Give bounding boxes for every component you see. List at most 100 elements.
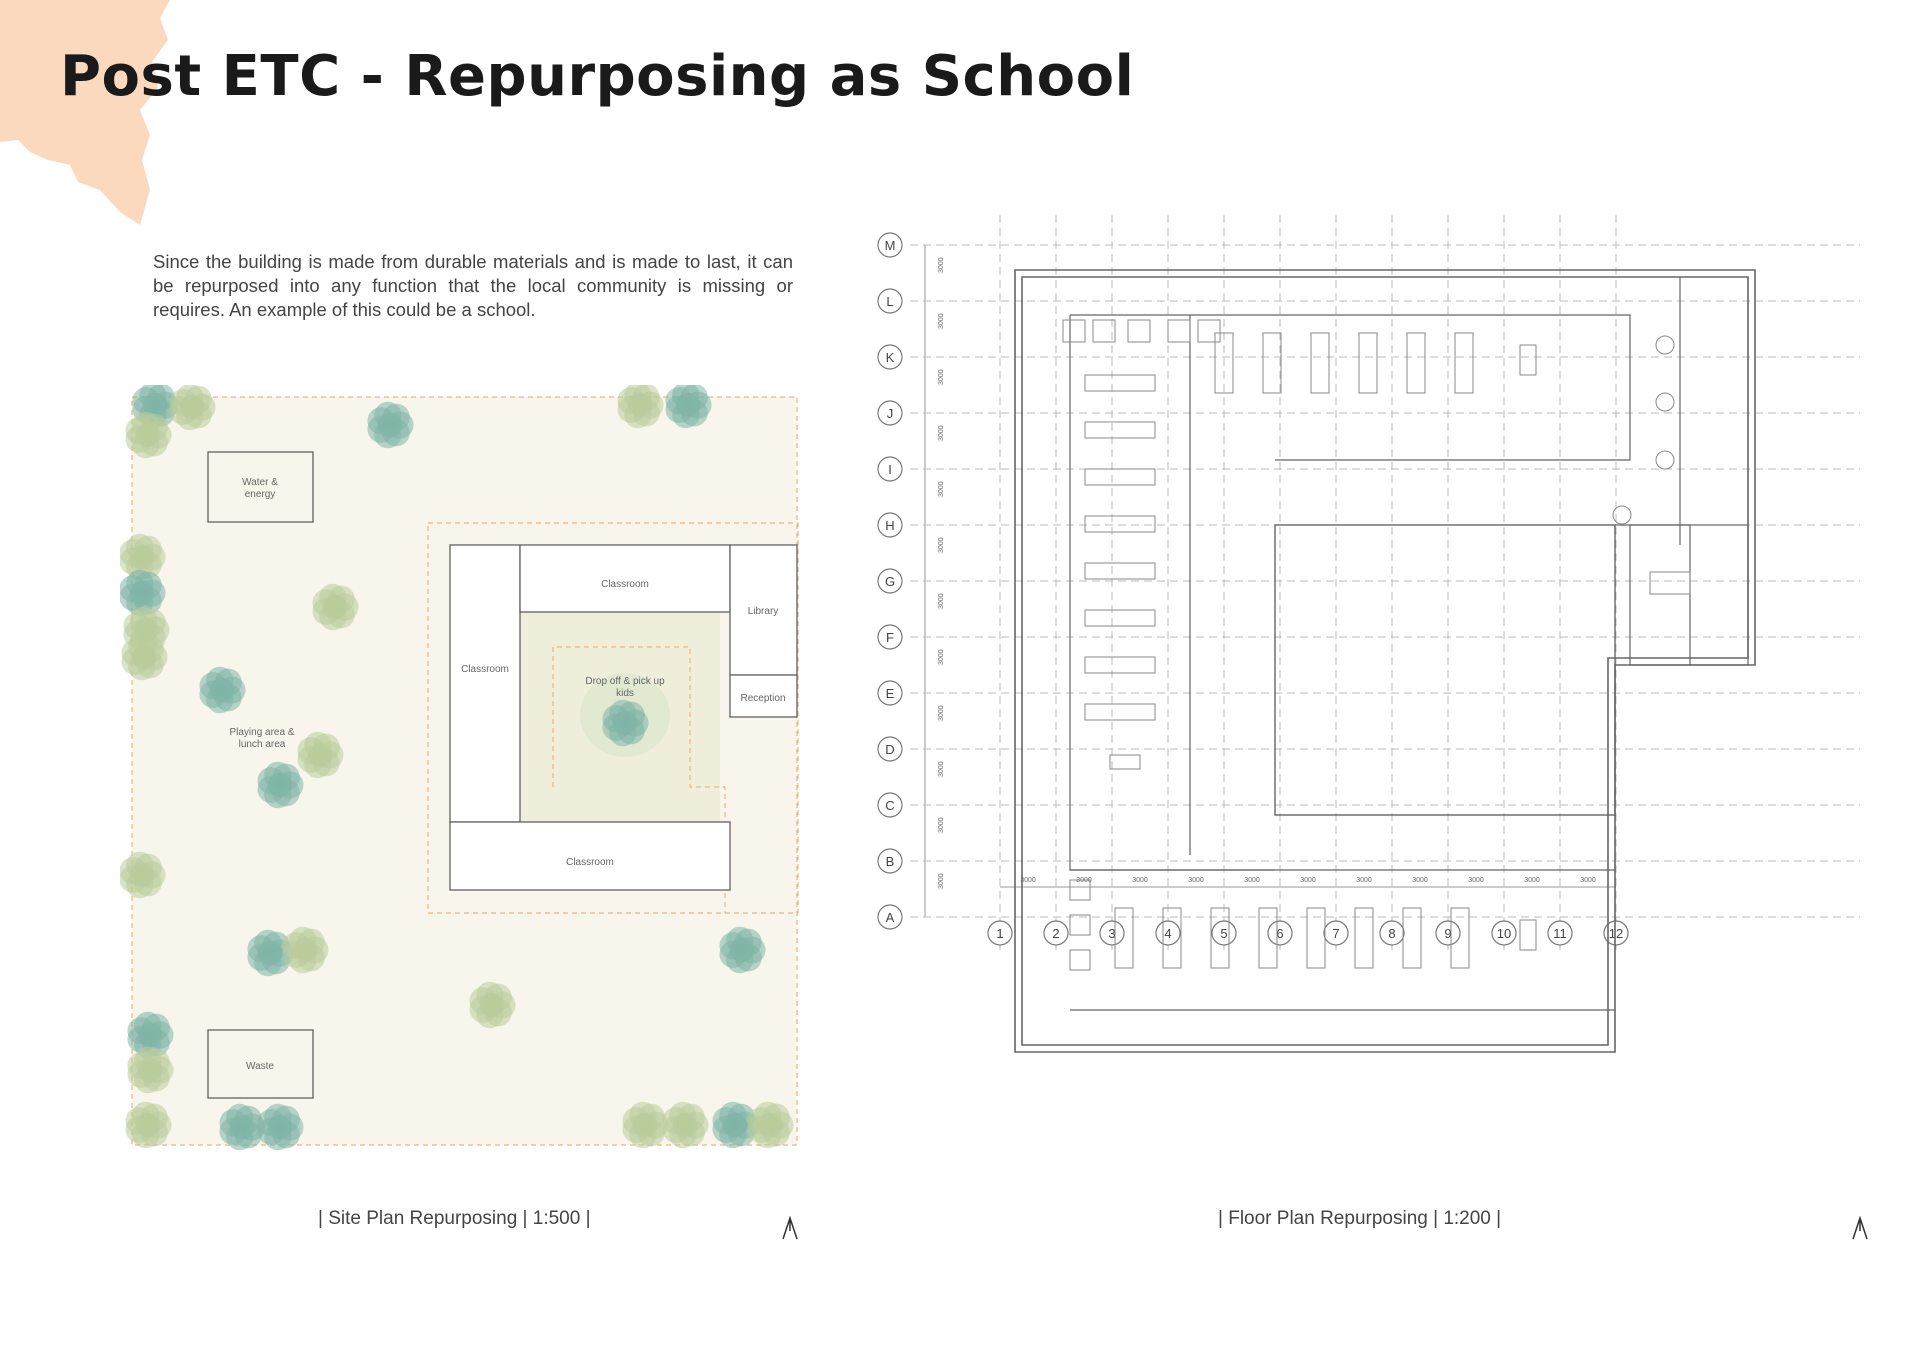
tree-icon: [282, 926, 329, 974]
dimension-label: 3000: [938, 313, 945, 329]
tree-icon: [169, 385, 216, 431]
grid-col-marker: [1099, 920, 1125, 946]
right-wing-divider: [1615, 277, 1691, 665]
dimension-label: 3000: [938, 873, 945, 889]
building-classroom-left: [449, 544, 521, 823]
building-reception: [729, 674, 798, 718]
dimension-label: 3000: [938, 537, 945, 553]
grid-col-label: 11: [1553, 926, 1567, 941]
grid-row-marker: [877, 456, 903, 482]
grid-row-label: J: [887, 406, 894, 421]
grid-col-marker: [1491, 920, 1517, 946]
tree-icon: [125, 411, 172, 459]
label-classroom-top: Classroom: [601, 579, 649, 590]
tree-icon: [125, 1101, 172, 1149]
grid-row-marker: [877, 736, 903, 762]
dimension-label: 3000: [1132, 877, 1148, 884]
grid-col-marker: [1211, 920, 1237, 946]
dimension-label: 3000: [938, 761, 945, 777]
floor-plan: M3000L3000K3000J3000I3000H3000G3000F3000…: [877, 215, 1860, 1053]
tree-icon: [469, 981, 516, 1029]
tree-icon: [665, 385, 712, 429]
dimension-label: 3000: [1524, 877, 1540, 884]
tree-icon: [127, 1011, 174, 1059]
grid-row-marker: [877, 792, 903, 818]
inner-wall: [1021, 276, 1749, 1046]
grid-row-label: E: [886, 686, 895, 701]
label-classroom-left: Classroom: [461, 664, 509, 675]
label-library: Library: [748, 606, 779, 617]
grid-row-label: F: [886, 630, 894, 645]
grid-row-label: H: [885, 518, 894, 533]
dimension-label: 3000: [938, 481, 945, 497]
tree-icon: [297, 731, 344, 779]
building-library: [729, 544, 798, 676]
dimension-label: 3000: [938, 593, 945, 609]
grid-row-marker: [877, 512, 903, 538]
site-plan-caption: | Site Plan Repurposing | 1:500 |: [318, 1208, 591, 1229]
building-classroom-bottom: [449, 821, 731, 891]
dimension-label: 3000: [1468, 877, 1484, 884]
grid-col-label: 8: [1388, 926, 1395, 941]
grid-row-marker: [877, 680, 903, 706]
tree-icon: [121, 633, 168, 681]
tree-icon: [622, 1101, 669, 1149]
grid-row-label: K: [886, 350, 895, 365]
dimension-label: 3000: [1188, 877, 1204, 884]
building-water: [207, 451, 314, 523]
grid-col-label: 9: [1444, 926, 1451, 941]
tree-icon: [199, 666, 246, 714]
label-reception: Reception: [740, 693, 785, 704]
grid-row-marker: [877, 904, 903, 930]
grid-col-label: 7: [1332, 926, 1339, 941]
tree-icon: [120, 569, 166, 617]
dimension-label: 3000: [1020, 877, 1036, 884]
grid-col-label: 2: [1052, 926, 1059, 941]
dropoff-path: [552, 646, 726, 913]
tree-icon: [257, 1103, 304, 1151]
tree-icon: [662, 1101, 709, 1149]
dimension-label: 3000: [938, 425, 945, 441]
reception-room: [1629, 524, 1749, 666]
grid-col-marker: [1435, 920, 1461, 946]
dimension-label: 3000: [938, 369, 945, 385]
label-waste: Waste: [246, 1061, 274, 1072]
dimension-label: 3000: [1244, 877, 1260, 884]
grid-row-label: D: [885, 742, 894, 757]
dimension-label: 3000: [1300, 877, 1316, 884]
north-arrow-icon: [1850, 1215, 1870, 1247]
grid-col-label: 4: [1164, 926, 1171, 941]
grid-col-marker: [1323, 920, 1349, 946]
courtyard-wall: [1274, 524, 1616, 816]
grid-row-label: C: [885, 798, 894, 813]
label-playing: Playing area &lunch area: [229, 727, 294, 750]
dimension-label: 3000: [938, 257, 945, 273]
grid-col-label: 5: [1220, 926, 1227, 941]
tree-icon: [257, 761, 304, 809]
tree-icon: [602, 699, 649, 747]
label-water: Water &energy: [242, 477, 278, 500]
tree-icon: [719, 926, 766, 974]
grid-col-marker: [1043, 920, 1069, 946]
grid-row-marker: [877, 288, 903, 314]
grid-row-label: M: [885, 238, 896, 253]
floor-plan-caption: | Floor Plan Repurposing | 1:200 |: [1218, 1208, 1502, 1229]
north-arrow-icon: [780, 1215, 800, 1247]
dimension-label: 3000: [1356, 877, 1372, 884]
tree-icon: [120, 851, 166, 899]
tree-icon: [127, 1046, 174, 1094]
tree-icon: [247, 929, 294, 977]
dimension-label: 3000: [1412, 877, 1428, 884]
grid-col-marker: [1603, 920, 1629, 946]
grid-col-label: 6: [1276, 926, 1283, 941]
grid-row-marker: [877, 232, 903, 258]
label-classroom-bottom: Classroom: [566, 857, 614, 868]
building-classroom-top: [519, 544, 731, 613]
grid-col-label: 3: [1108, 926, 1115, 941]
grid-col-marker: [1155, 920, 1181, 946]
dimension-label: 3000: [938, 705, 945, 721]
grid-col-label: 12: [1609, 926, 1623, 941]
dimension-label: 3000: [938, 817, 945, 833]
dimension-label: 3000: [1580, 877, 1596, 884]
